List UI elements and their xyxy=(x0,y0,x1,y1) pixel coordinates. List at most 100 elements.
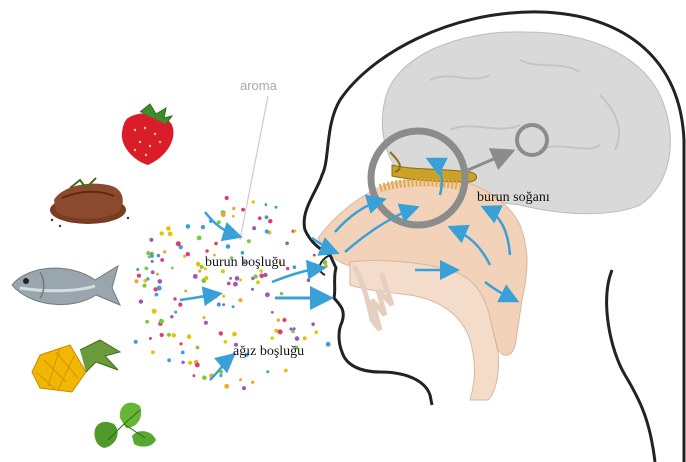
aroma-particle xyxy=(176,241,181,246)
aroma-particle xyxy=(187,334,192,339)
aroma-particle xyxy=(242,386,246,390)
pineapple-image xyxy=(32,340,120,392)
aroma-particle xyxy=(167,358,171,362)
aroma-particle xyxy=(151,260,154,263)
aroma-particle xyxy=(219,374,222,377)
aroma-particle xyxy=(173,297,176,300)
aroma-label: aroma xyxy=(240,78,277,93)
aroma-particle xyxy=(134,340,138,344)
aroma-particle xyxy=(274,206,277,209)
aroma-particle xyxy=(277,318,280,321)
aroma-particle xyxy=(196,346,200,350)
aroma-particle xyxy=(265,215,269,219)
strawberry-image xyxy=(122,104,174,165)
aroma-particle xyxy=(168,232,173,237)
aroma-particle xyxy=(239,378,242,381)
aroma-particle xyxy=(252,226,256,230)
aroma-particle xyxy=(155,293,159,297)
aroma-particle xyxy=(265,229,269,233)
aroma-particle xyxy=(148,255,151,258)
aroma-particle xyxy=(221,212,226,217)
aroma-particle xyxy=(139,299,143,303)
aroma-particle xyxy=(178,303,182,307)
aroma-particle xyxy=(283,318,287,322)
olfactory-bulb-label: burun soğanı xyxy=(477,190,550,206)
aroma-particles xyxy=(134,196,331,390)
aroma-particle xyxy=(251,381,254,384)
aroma-particle xyxy=(172,333,176,337)
aroma-particle xyxy=(280,292,283,295)
aroma-particle xyxy=(258,216,262,220)
aroma-particle xyxy=(239,279,242,282)
aroma-particle xyxy=(204,276,208,280)
aroma-particle xyxy=(229,277,232,280)
nasal-cavity-label: burun boşluğu xyxy=(205,255,286,271)
aroma-particle xyxy=(197,236,202,241)
aroma-particle xyxy=(151,350,155,354)
aroma-particle xyxy=(145,320,149,324)
aroma-particle xyxy=(271,336,274,339)
aroma-particle xyxy=(196,262,201,267)
aroma-particle xyxy=(265,203,268,206)
aroma-particle xyxy=(202,375,207,380)
aroma-particle xyxy=(238,298,242,302)
aroma-pointer-line xyxy=(240,96,268,240)
aroma-particle xyxy=(151,270,155,274)
aroma-particle xyxy=(205,249,208,252)
aroma-particle xyxy=(315,331,319,335)
aroma-particle xyxy=(311,322,315,326)
aroma-particle xyxy=(219,331,223,335)
aroma-particle xyxy=(166,226,171,231)
aroma-particle xyxy=(271,311,274,314)
aroma-particle xyxy=(235,276,240,281)
aroma-particle xyxy=(295,336,300,341)
aroma-particle xyxy=(142,284,146,288)
aroma-particle xyxy=(253,274,257,278)
aroma-particle xyxy=(204,321,208,325)
aroma-particle xyxy=(293,327,296,330)
aroma-particle xyxy=(227,282,231,286)
aroma-particle xyxy=(145,267,149,271)
aroma-particle xyxy=(203,316,206,319)
aroma-particle xyxy=(214,242,218,246)
basil-leaves-image xyxy=(94,403,156,448)
aroma-particle xyxy=(201,225,205,229)
aroma-particle xyxy=(200,265,204,269)
aroma-particle xyxy=(256,280,260,284)
aroma-particle xyxy=(163,250,166,253)
aroma-particle xyxy=(232,215,235,218)
aroma-particle xyxy=(171,267,174,270)
aroma-particle xyxy=(156,273,159,276)
aroma-particle xyxy=(217,302,221,306)
aroma-particle xyxy=(186,224,191,229)
aroma-particle xyxy=(160,258,164,262)
aroma-particle xyxy=(252,200,255,203)
steak-image xyxy=(50,178,129,227)
aroma-particle xyxy=(143,279,147,283)
aroma-particle xyxy=(193,374,196,377)
aroma-particle xyxy=(146,251,150,255)
aroma-particle xyxy=(195,363,200,368)
aroma-particle xyxy=(232,207,235,210)
aroma-particle xyxy=(285,242,289,246)
aroma-particle xyxy=(152,309,157,314)
aroma-particle xyxy=(221,359,225,363)
aroma-particle xyxy=(160,231,164,235)
oral-cavity-label: ağız boşluğu xyxy=(233,344,304,360)
aroma-particle xyxy=(188,361,192,365)
aroma-particle xyxy=(247,239,251,243)
aroma-particle xyxy=(181,361,184,364)
aroma-particle xyxy=(183,255,186,258)
aroma-particle xyxy=(198,269,201,272)
aroma-particle xyxy=(174,311,177,314)
aroma-particle xyxy=(160,333,164,337)
aroma-particle xyxy=(268,219,272,223)
aroma-particle xyxy=(181,351,185,355)
aroma-particle xyxy=(179,342,182,345)
aroma-particle xyxy=(226,244,231,249)
aroma-particle xyxy=(307,279,311,283)
aroma-particle xyxy=(278,329,283,334)
aroma-particle xyxy=(222,295,225,298)
aroma-particle xyxy=(259,274,264,279)
